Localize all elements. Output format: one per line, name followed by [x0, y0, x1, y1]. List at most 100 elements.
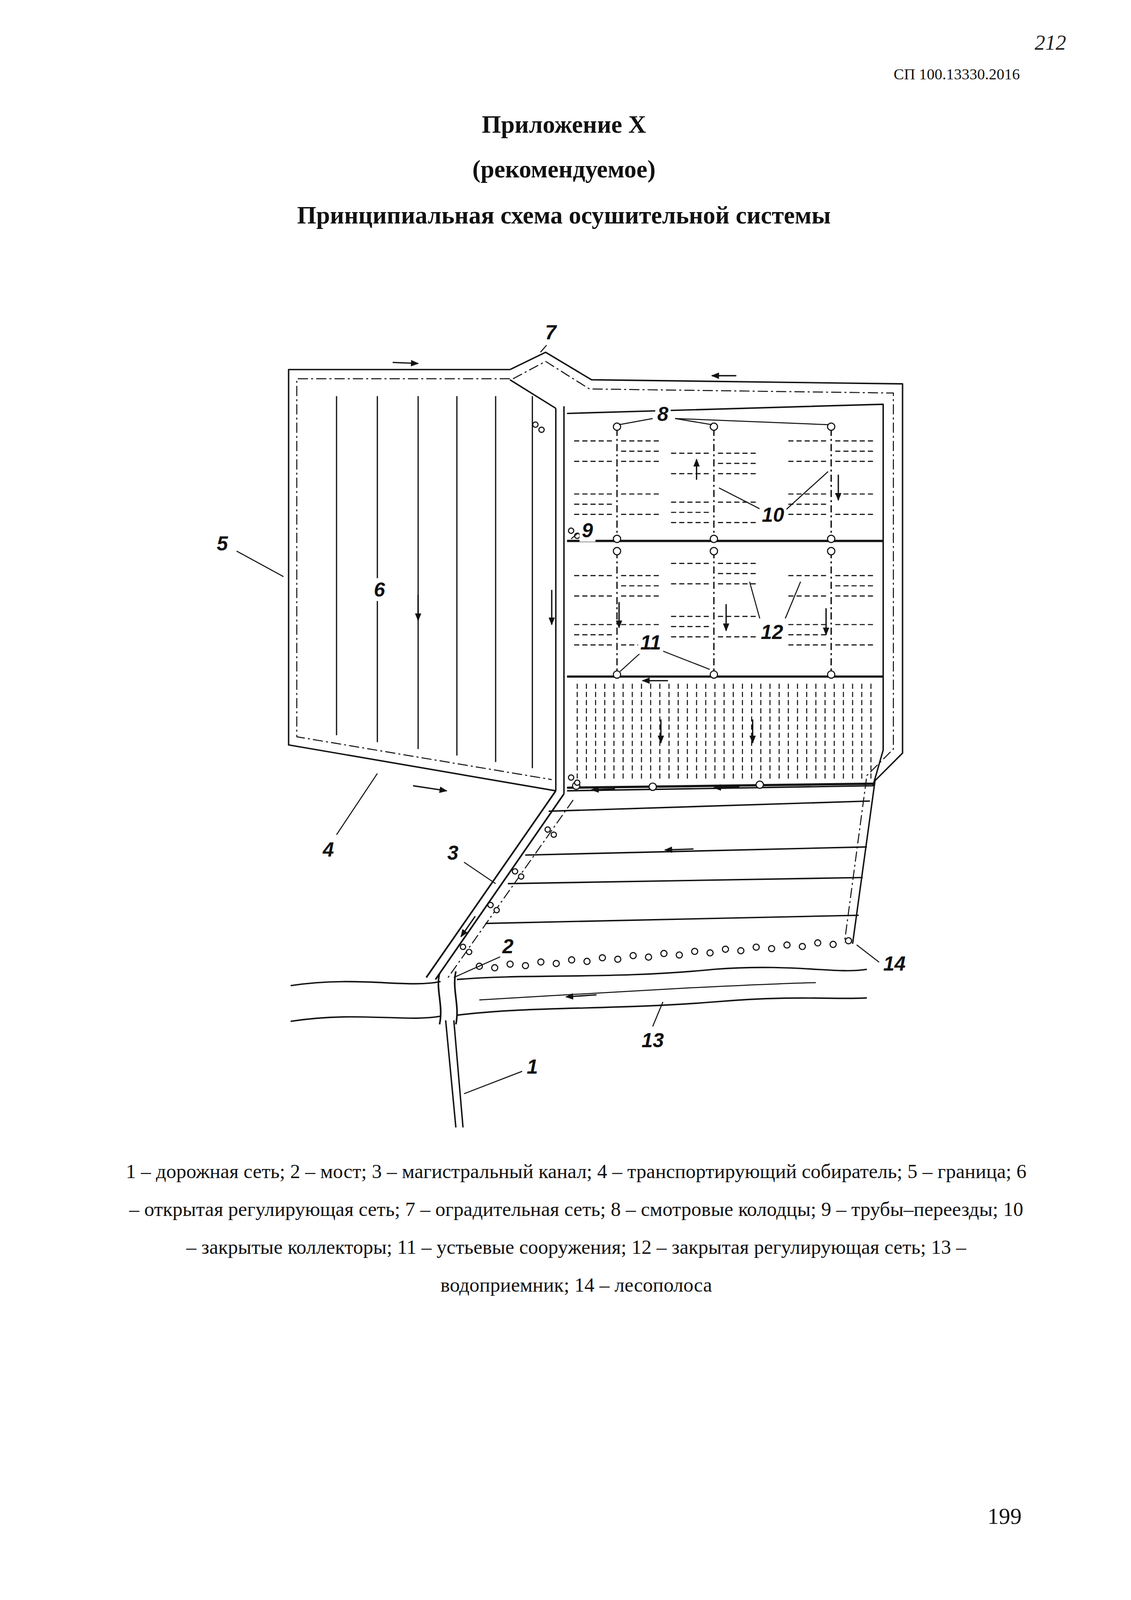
forest-belt: [599, 954, 606, 961]
callout-number: 6: [371, 577, 388, 602]
closed-drain: [650, 683, 652, 780]
closed-drain: [723, 683, 725, 780]
legend-caption: 1 – дорожная сеть; 2 – мост; 3 – магистр…: [122, 1152, 1030, 1304]
boundary-line: [296, 378, 552, 780]
forest-belt: [614, 955, 621, 962]
closed-drain: [788, 440, 828, 442]
closed-drain: [670, 562, 710, 564]
pipe-crossing: [466, 949, 473, 955]
open-drain: [508, 877, 863, 884]
closed-drain: [670, 626, 710, 628]
bridge: [438, 973, 441, 1025]
closed-drain: [833, 683, 835, 780]
inspection-well: [613, 534, 621, 543]
closed-drain: [835, 440, 874, 442]
leader-line: [785, 471, 829, 511]
open-drain: [494, 395, 497, 762]
closed-drain: [717, 572, 757, 574]
closed-drain: [824, 683, 826, 780]
closed-drain: [835, 575, 874, 576]
inspection-well: [710, 670, 718, 679]
closed-drain: [806, 683, 808, 780]
flow-arrow: [752, 719, 754, 743]
closed-drain: [621, 513, 660, 515]
closed-drain: [695, 683, 697, 780]
callout-number: 1: [524, 1055, 540, 1079]
inspection-well: [648, 783, 657, 791]
page-number: 199: [987, 1503, 1022, 1531]
inspection-well: [827, 670, 835, 679]
closed-drain: [631, 683, 633, 780]
closed-drain: [835, 460, 874, 462]
closed-drain: [574, 623, 613, 625]
leader-line: [719, 487, 763, 511]
leader-line: [463, 1071, 522, 1094]
callout-number: 10: [759, 503, 787, 527]
inspection-well: [827, 422, 835, 431]
forest-belt: [507, 960, 514, 967]
river-bank: [290, 997, 867, 1022]
document-code: СП 100.13330.2016: [893, 65, 1021, 84]
inspection-well: [710, 534, 718, 543]
closed-drain: [621, 460, 660, 462]
closed-drain: [670, 501, 710, 503]
closed-drain: [835, 585, 874, 587]
callout-number: 2: [499, 934, 516, 959]
leader-line: [540, 345, 547, 353]
flow-arrow: [392, 362, 419, 364]
closed-drain: [574, 440, 613, 442]
forest-belt: [568, 956, 575, 963]
closed-drain: [595, 683, 597, 780]
forest-belt: [830, 941, 836, 948]
open-drain: [417, 395, 420, 749]
closed-drain: [677, 683, 679, 780]
forest-belt: [645, 954, 652, 960]
forest-belt: [737, 947, 744, 954]
inspection-well: [613, 547, 621, 555]
closed-drain: [705, 683, 706, 780]
fence-channel-inner: [513, 361, 894, 943]
closed-drain: [717, 615, 757, 617]
inspection-well: [756, 780, 764, 789]
pipe-crossing: [568, 528, 574, 534]
leader-line: [618, 418, 653, 425]
closed-drain: [788, 633, 828, 635]
forest-belt: [814, 939, 821, 946]
forest-belt: [660, 950, 667, 957]
closed-collector: [616, 550, 618, 675]
closed-drain: [835, 450, 874, 452]
field-divider: [566, 783, 875, 788]
open-drain: [548, 800, 870, 811]
forest-belt: [583, 958, 590, 965]
callout-number: 4: [320, 837, 337, 862]
pipe-crossing: [544, 826, 551, 833]
closed-drain: [835, 623, 874, 625]
callout-number: 3: [445, 840, 461, 865]
closed-drain: [842, 683, 844, 780]
closed-drain: [741, 683, 743, 780]
collector-channel: [563, 406, 565, 794]
inspection-well: [613, 670, 621, 679]
road: [446, 799, 573, 980]
leader-line: [785, 581, 801, 619]
field-border: [566, 404, 883, 791]
flow-arrow: [642, 679, 669, 682]
forest-belt: [537, 958, 544, 965]
closed-drain: [574, 575, 613, 576]
forest-belt: [722, 946, 729, 953]
forest-belt: [706, 949, 713, 956]
flow-arrow: [618, 601, 620, 628]
closed-drain: [586, 683, 587, 780]
closed-drain: [574, 503, 613, 505]
callout-number: 14: [881, 952, 908, 976]
pipe-crossing: [539, 426, 545, 433]
appendix-heading: Приложение Х: [482, 110, 647, 139]
closed-drain: [670, 472, 710, 474]
open-drain: [456, 395, 458, 756]
closed-drain: [788, 493, 828, 495]
closed-drain: [717, 472, 757, 474]
flow-arrow: [565, 994, 597, 997]
leader-line: [674, 418, 828, 425]
closed-drain: [670, 452, 710, 454]
forest-belt: [553, 960, 560, 967]
